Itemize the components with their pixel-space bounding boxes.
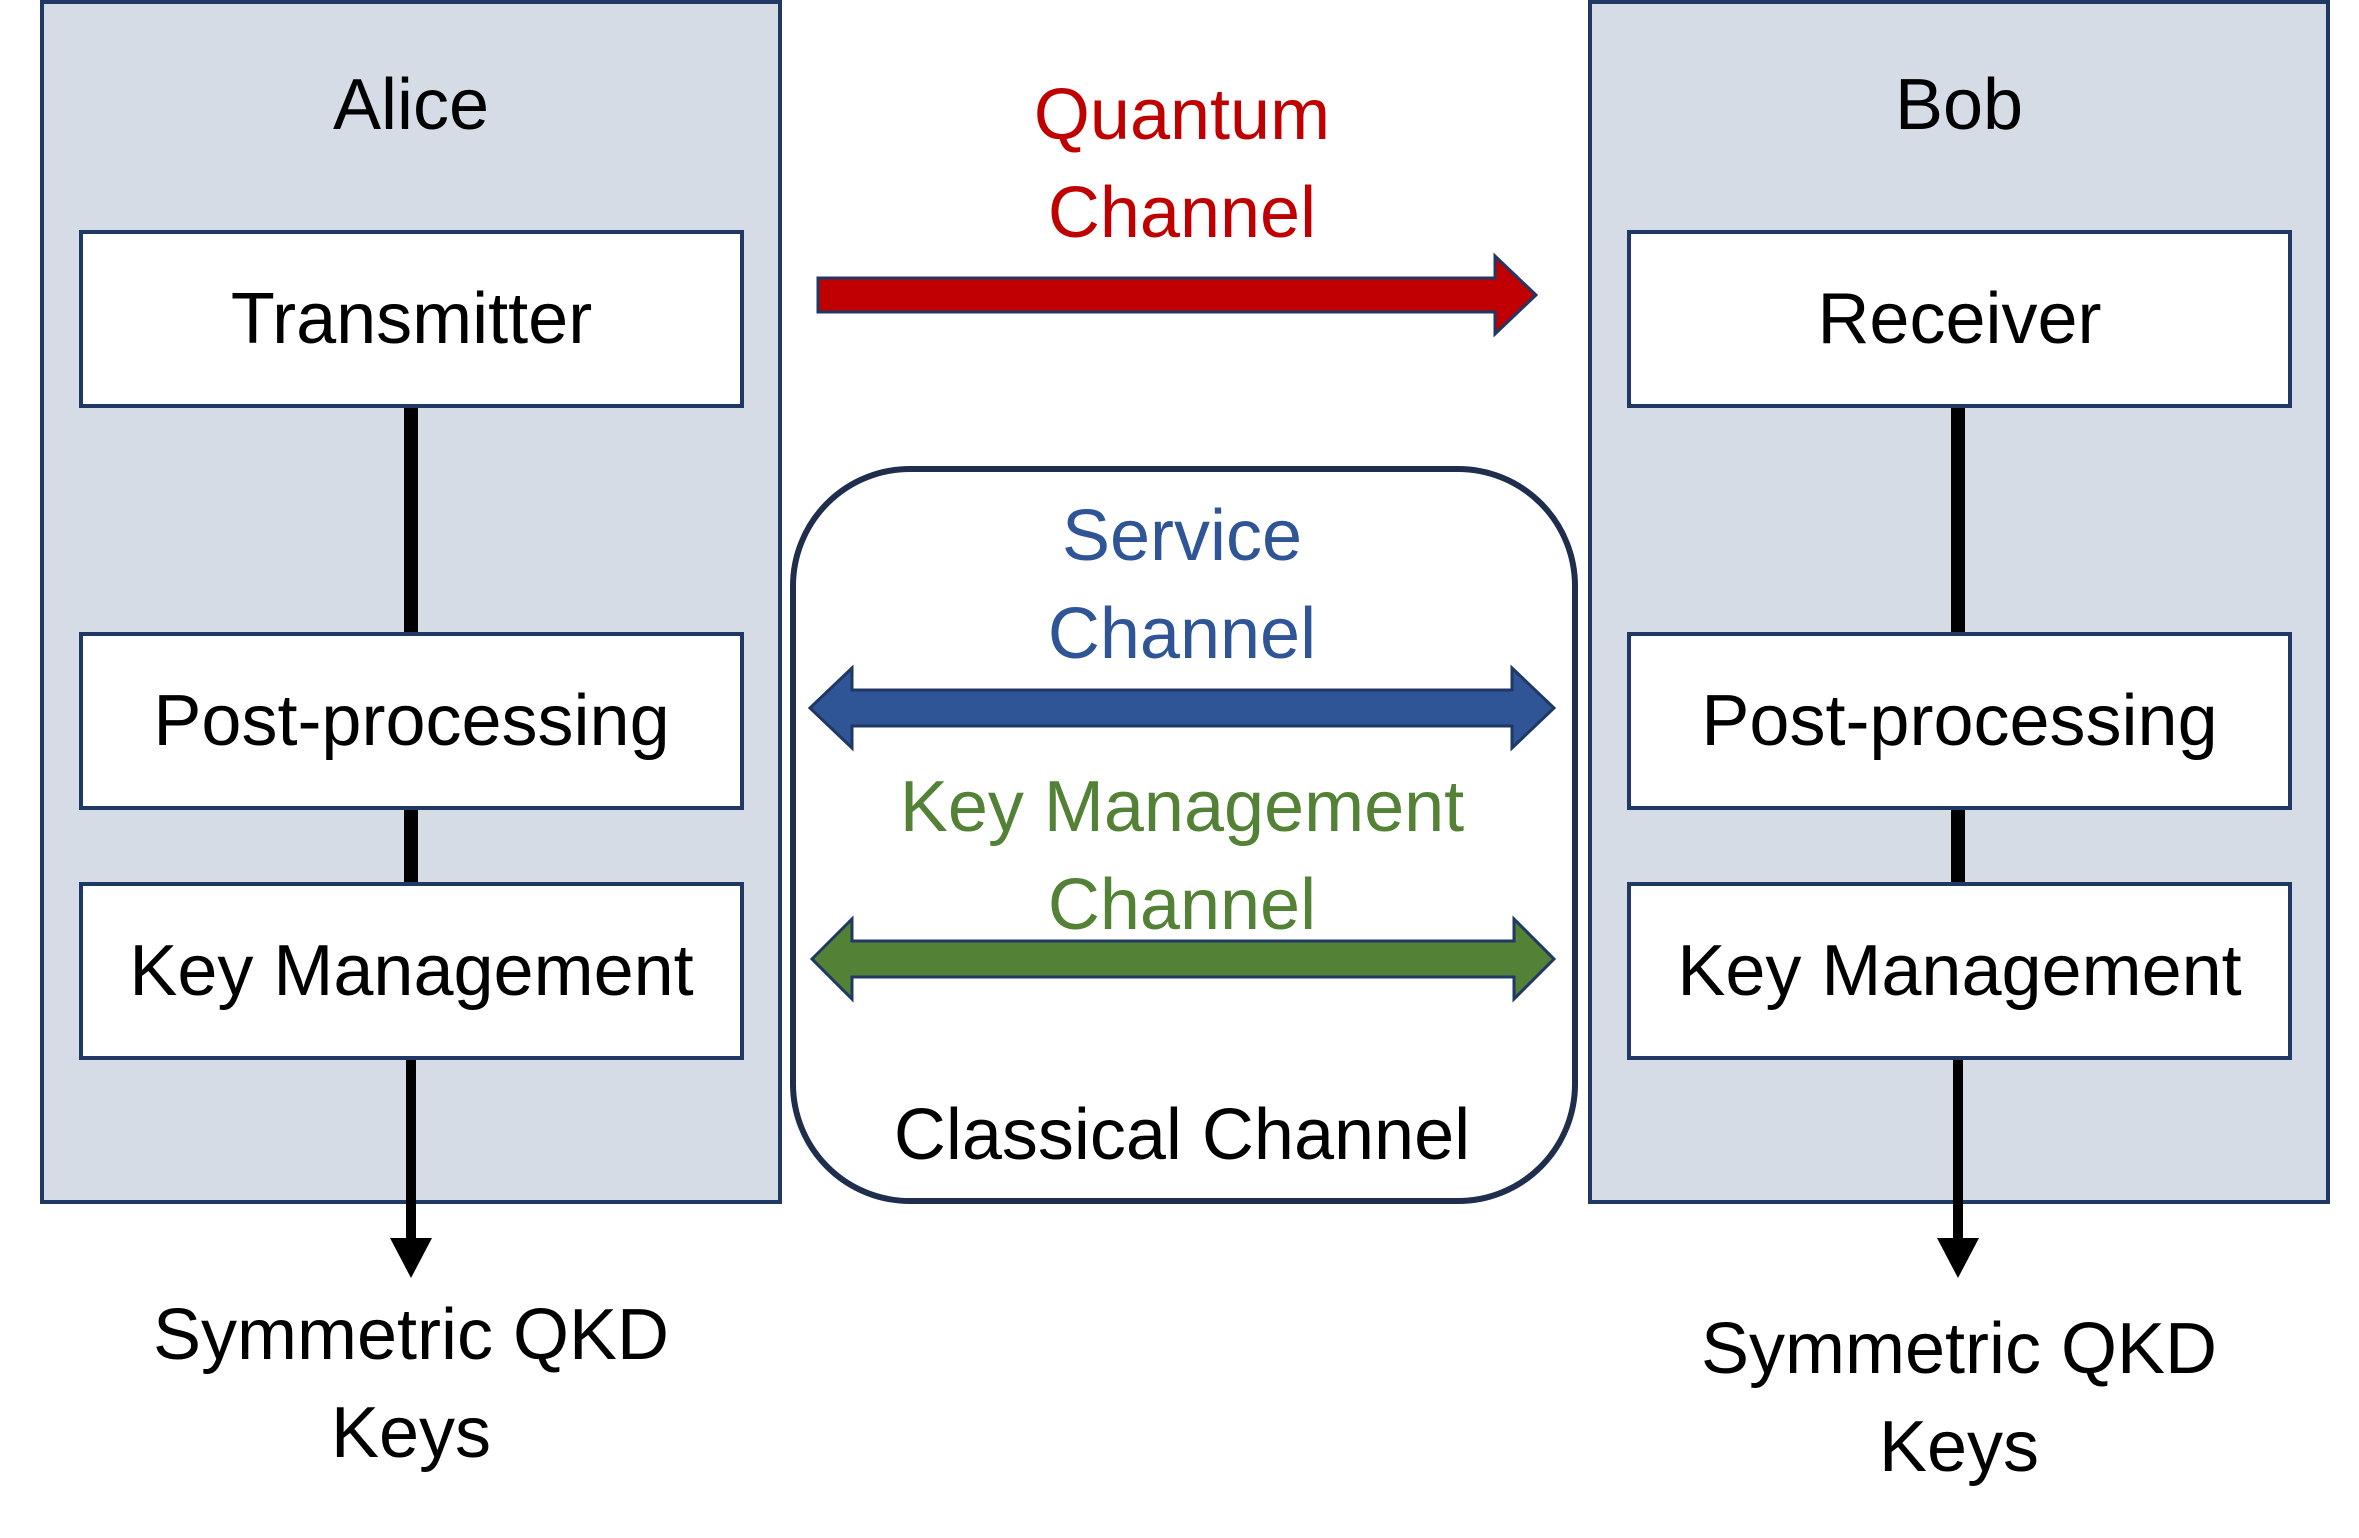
bob-output-label-line2: Keys xyxy=(1878,1407,2040,1487)
service-channel-label: Service Channel xyxy=(882,487,1482,683)
alice-output-label-line1: Symmetric QKD xyxy=(152,1295,670,1375)
bob-receiver-box: Receiver xyxy=(1627,230,2292,408)
bob-output-label-line1: Symmetric QKD xyxy=(1700,1309,2218,1389)
quantum-channel-arrow xyxy=(816,252,1539,338)
bob-title: Bob xyxy=(1894,65,2024,145)
key-management-channel-label-line1: Key Management xyxy=(899,767,1465,847)
alice-output-label: Symmetric QKD Keys xyxy=(61,1286,761,1482)
bob-output-arrowhead xyxy=(1937,1238,1979,1278)
quantum-channel-label-line2: Channel xyxy=(1047,173,1317,253)
alice-key-management-box: Key Management xyxy=(79,882,744,1060)
key-management-channel-label-line2: Channel xyxy=(1047,865,1317,945)
alice-transmitter-box: Transmitter xyxy=(79,230,744,408)
classical-channel-container xyxy=(790,466,1578,1204)
key-management-channel-arrow xyxy=(809,915,1557,1003)
service-channel-arrow xyxy=(807,664,1557,752)
service-channel-label-line2: Channel xyxy=(1047,594,1317,674)
quantum-channel-label: Quantum Channel xyxy=(882,66,1482,262)
bob-post-processing-box: Post-processing xyxy=(1627,632,2292,810)
alice-output-arrowhead xyxy=(390,1238,432,1278)
bob-key-management-box: Key Management xyxy=(1627,882,2292,1060)
key-management-channel-label: Key Management Channel xyxy=(832,758,1532,954)
classical-channel-label: Classical Channel xyxy=(893,1095,1471,1175)
alice-title: Alice xyxy=(332,65,490,145)
alice-output-label-line2: Keys xyxy=(330,1393,492,1473)
service-channel-label-line1: Service xyxy=(1061,496,1303,576)
bob-output-label: Symmetric QKD Keys xyxy=(1609,1300,2309,1496)
quantum-channel-label-line1: Quantum xyxy=(1033,75,1331,155)
alice-post-processing-box: Post-processing xyxy=(79,632,744,810)
